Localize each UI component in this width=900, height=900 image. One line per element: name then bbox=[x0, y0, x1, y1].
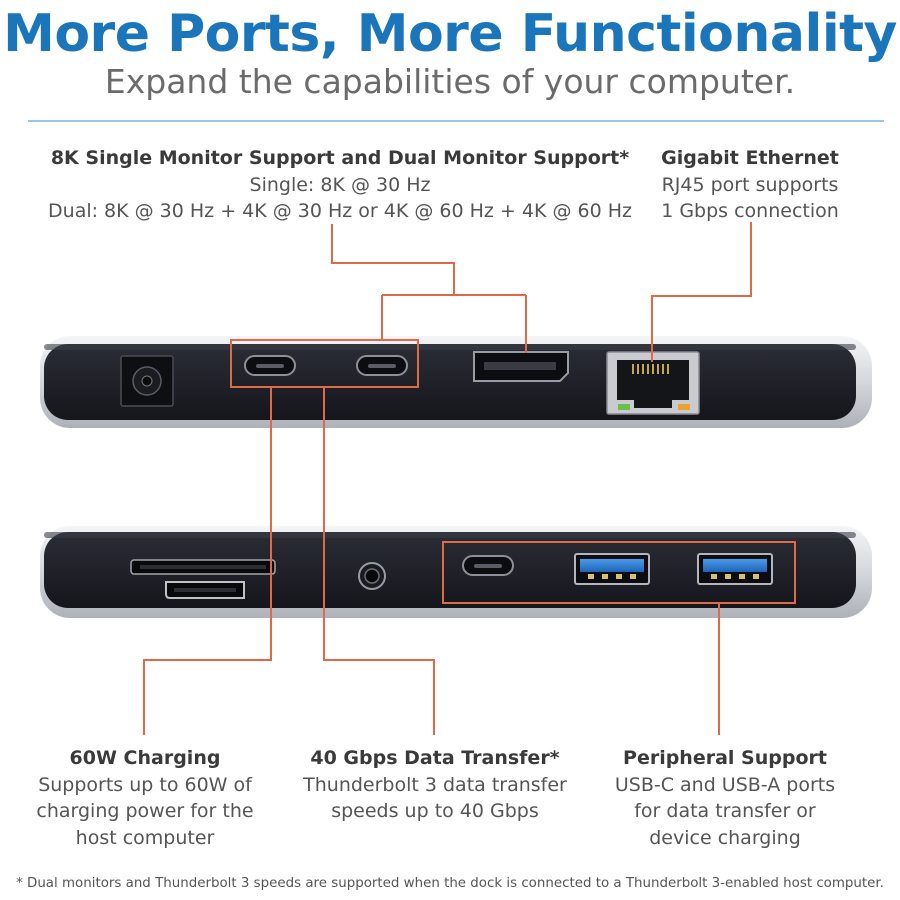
callout-line: 1 Gbps connection bbox=[661, 200, 839, 222]
sd-card-slot-icon bbox=[130, 559, 276, 575]
callout-monitor-support: 8K Single Monitor Support and Dual Monit… bbox=[40, 145, 640, 225]
usb-a-port-icon bbox=[574, 553, 650, 585]
usb-c-port-icon bbox=[462, 555, 514, 576]
callout-heading: Peripheral Support bbox=[623, 747, 827, 769]
usb-c-port-icon bbox=[356, 355, 408, 376]
callout-line: Single: 8K @ 30 Hz bbox=[249, 173, 431, 196]
dc-power-jack-icon bbox=[120, 355, 174, 407]
callout-line: for data transfer or bbox=[634, 800, 816, 822]
callout-60w-charging: 60W Charging Supports up to 60W of charg… bbox=[20, 745, 270, 851]
page-subtitle: Expand the capabilities of your computer… bbox=[104, 62, 796, 101]
callout-heading: 60W Charging bbox=[69, 747, 221, 769]
callout-heading: 8K Single Monitor Support and Dual Monit… bbox=[50, 147, 630, 169]
usb-a-port-icon bbox=[697, 553, 773, 585]
audio-jack-icon bbox=[358, 562, 386, 590]
rj45-port-icon bbox=[606, 351, 700, 415]
callout-line: Supports up to 60W of bbox=[38, 773, 252, 796]
footnote: * Dual monitors and Thunderbolt 3 speeds… bbox=[16, 876, 884, 891]
displayport-icon bbox=[473, 351, 569, 382]
callout-heading: Gigabit Ethernet bbox=[661, 147, 839, 169]
callout-line: USB-C and USB-A ports bbox=[614, 773, 836, 796]
micro-sd-slot-icon bbox=[165, 581, 245, 599]
callout-line: speeds up to 40 Gbps bbox=[331, 800, 539, 822]
callout-line: device charging bbox=[649, 826, 801, 849]
usb-c-port-icon bbox=[244, 355, 296, 376]
callout-line: Thunderbolt 3 data transfer bbox=[303, 773, 567, 796]
callout-line: RJ45 port supports bbox=[661, 173, 839, 196]
dock-front-panel bbox=[40, 526, 872, 618]
page-title: More Ports, More Functionality bbox=[3, 4, 897, 64]
callout-data-transfer: 40 Gbps Data Transfer* Thunderbolt 3 dat… bbox=[290, 745, 580, 825]
callout-line: charging power for the bbox=[36, 800, 254, 822]
callout-peripheral-support: Peripheral Support USB-C and USB-A ports… bbox=[600, 745, 850, 851]
callout-heading: 40 Gbps Data Transfer* bbox=[310, 747, 560, 769]
callout-line: host computer bbox=[75, 826, 215, 849]
callout-leader-lines bbox=[143, 222, 796, 735]
callout-line: Dual: 8K @ 30 Hz + 4K @ 30 Hz or 4K @ 60… bbox=[48, 200, 632, 222]
callout-gigabit-ethernet: Gigabit Ethernet RJ45 port supports 1 Gb… bbox=[640, 145, 860, 225]
divider bbox=[28, 120, 884, 122]
